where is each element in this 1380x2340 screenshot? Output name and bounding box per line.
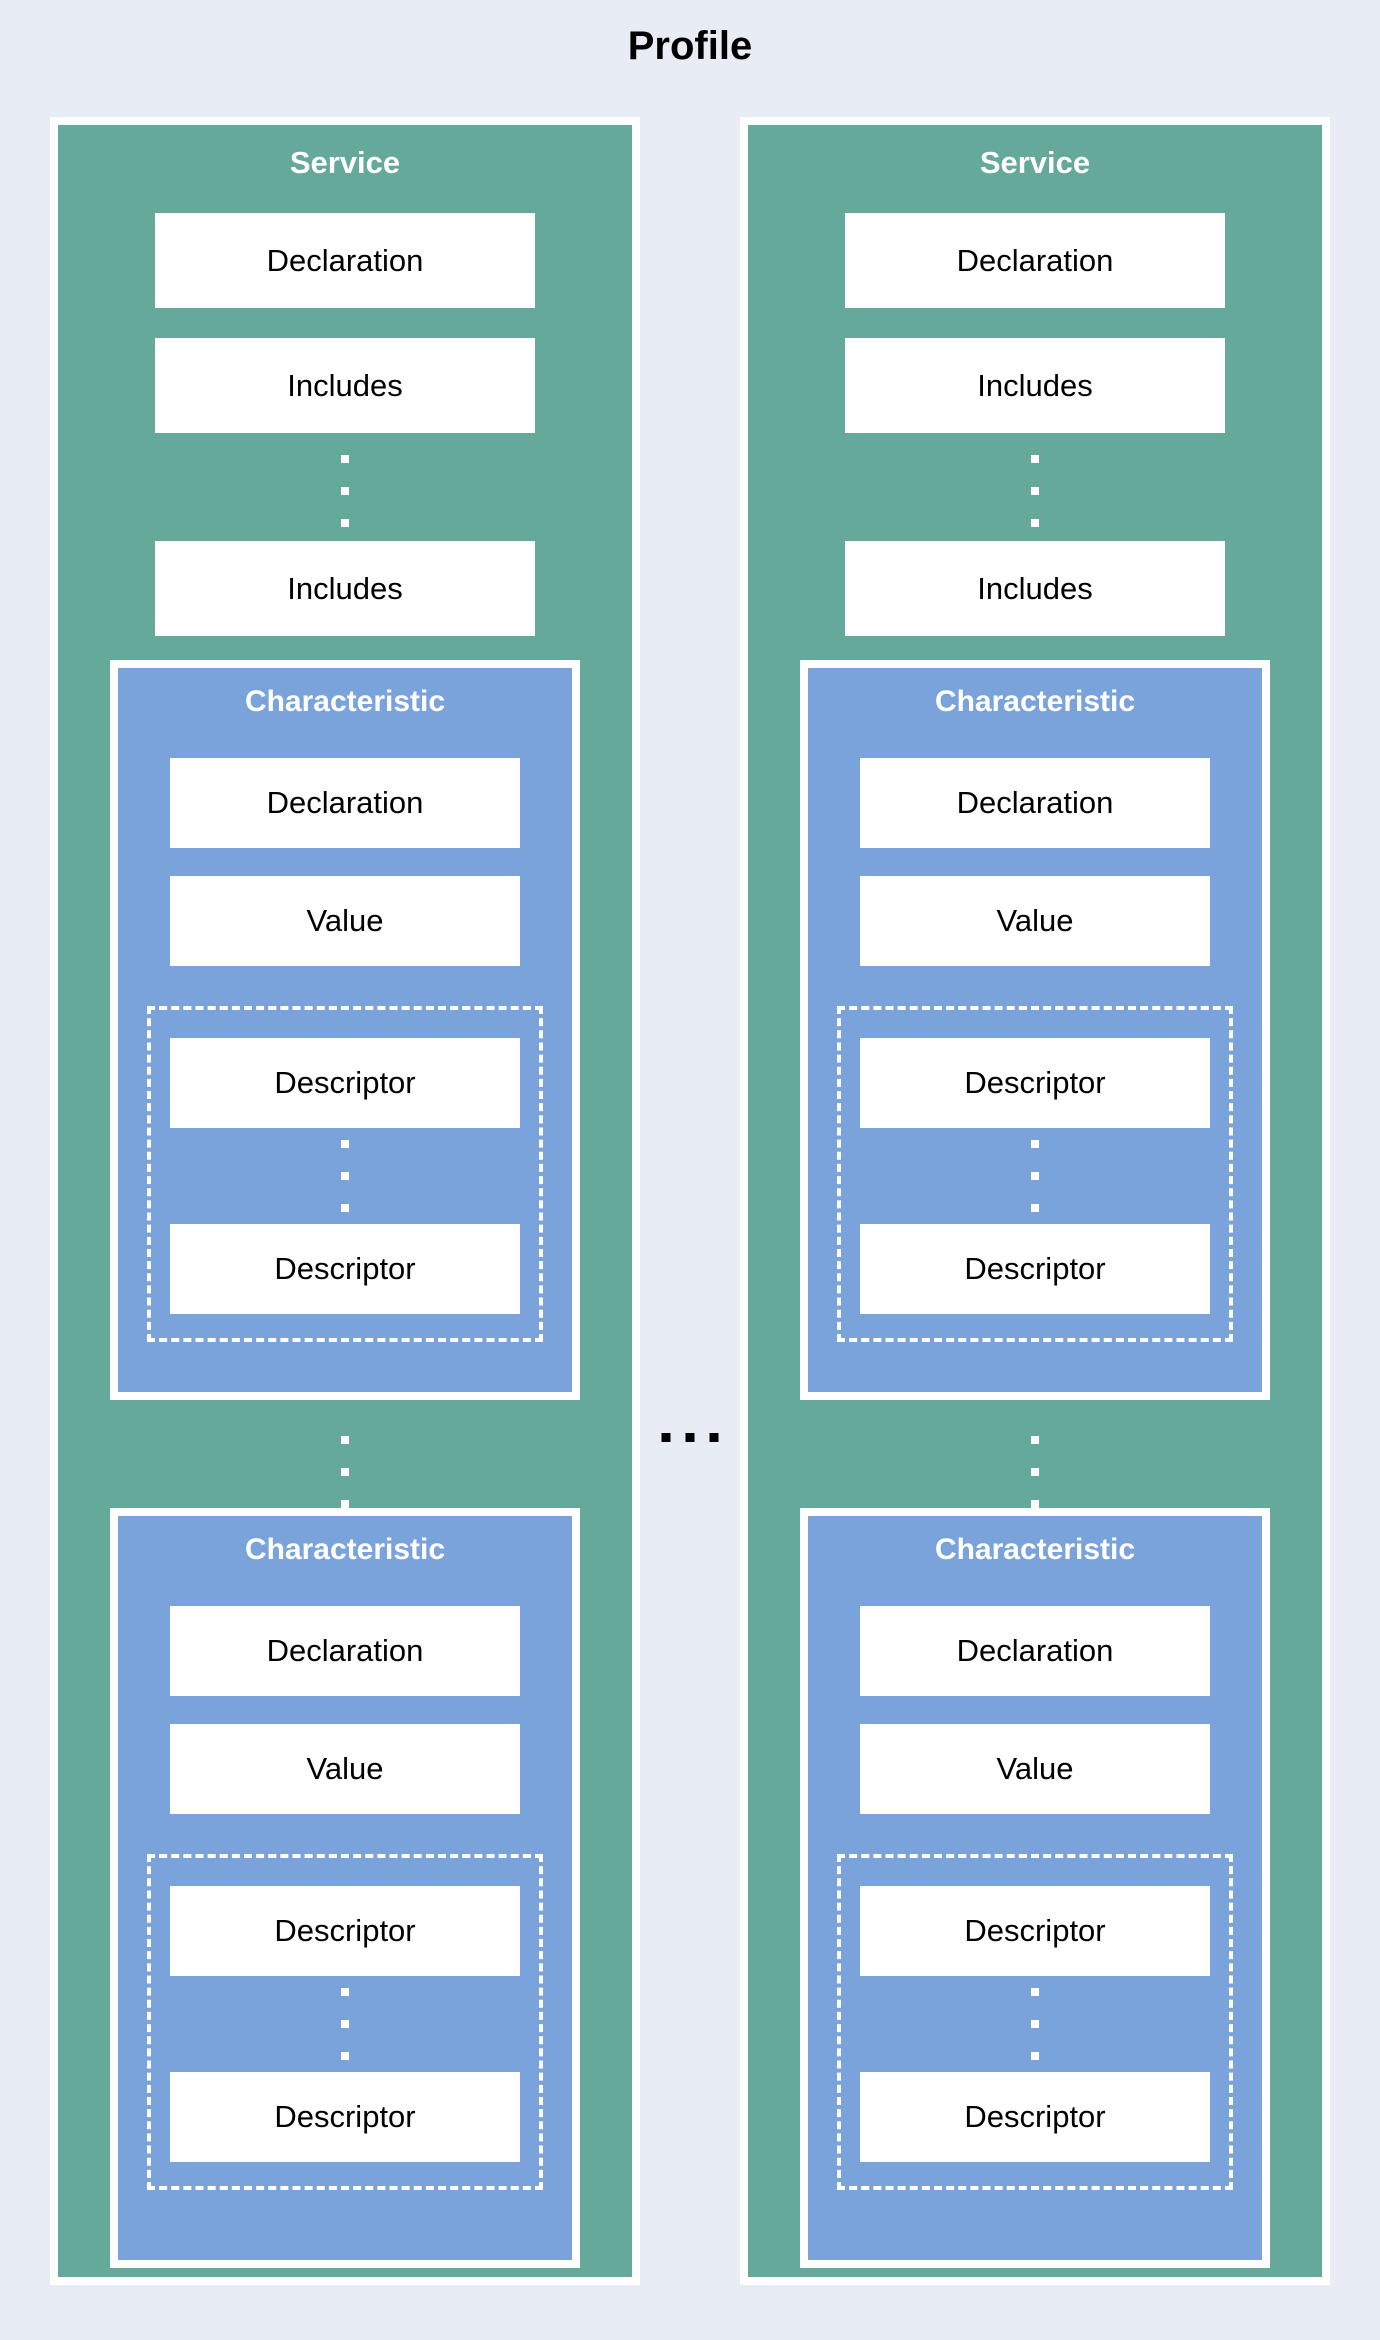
ellipsis-dot [341, 1436, 349, 1444]
ellipsis-dot [1031, 2052, 1039, 2060]
ellipsis-dot [341, 455, 349, 463]
service-box: Service Declaration Includes Includes Ch… [740, 117, 1330, 2285]
service-includes-box: Includes [845, 338, 1225, 433]
descriptor-box: Descriptor [170, 2072, 520, 2162]
descriptor-box: Descriptor [860, 1038, 1210, 1128]
ellipsis-dot [341, 1468, 349, 1476]
descriptor-group: Descriptor Descriptor [837, 1006, 1233, 1342]
vertical-ellipsis-icon [151, 1988, 539, 2060]
ellipsis-dot [1031, 455, 1039, 463]
ellipsis-dot [341, 2020, 349, 2028]
ellipsis-dot [1031, 1988, 1039, 1996]
descriptor-box: Descriptor [860, 1224, 1210, 1314]
characteristic-box: Characteristic Declaration Value Descrip… [800, 660, 1270, 1400]
profile-title: Profile [627, 24, 753, 68]
service-includes-box: Includes [155, 541, 535, 636]
vertical-ellipsis-icon [841, 1988, 1229, 2060]
ellipsis-dot [341, 1988, 349, 1996]
ellipsis-dot [341, 519, 349, 527]
vertical-ellipsis-icon [748, 1436, 1322, 1508]
service-title: Service [289, 145, 401, 180]
characteristic-title: Characteristic [934, 1533, 1136, 1566]
descriptor-box: Descriptor [170, 1886, 520, 1976]
vertical-ellipsis-icon [841, 1140, 1229, 1212]
ellipsis-dot [341, 1204, 349, 1212]
services-row: Service Declaration Includes Includes Ch… [50, 117, 1330, 2285]
ellipsis-dot [341, 1140, 349, 1148]
characteristic-box: Characteristic Declaration Value Descrip… [800, 1508, 1270, 2268]
ellipsis-dot [1031, 1204, 1039, 1212]
descriptor-box: Descriptor [170, 1038, 520, 1128]
service-includes-box: Includes [845, 541, 1225, 636]
descriptor-group: Descriptor Descriptor [147, 1854, 543, 2190]
service-box: Service Declaration Includes Includes Ch… [50, 117, 640, 2285]
service-title: Service [979, 145, 1091, 180]
characteristic-title: Characteristic [244, 1533, 446, 1566]
characteristic-declaration-box: Declaration [170, 758, 520, 848]
descriptor-box: Descriptor [860, 1886, 1210, 1976]
ellipsis-dot [709, 1433, 719, 1442]
ellipsis-dot [1031, 1500, 1039, 1508]
characteristic-value-box: Value [170, 1724, 520, 1814]
ellipsis-dot [341, 1172, 349, 1180]
ellipsis-dot [661, 1433, 671, 1442]
ellipsis-dot [1031, 1436, 1039, 1444]
characteristic-title: Characteristic [244, 685, 446, 718]
service-declaration-box: Declaration [845, 213, 1225, 308]
characteristic-declaration-box: Declaration [860, 758, 1210, 848]
vertical-ellipsis-icon [58, 1436, 632, 1508]
characteristic-declaration-box: Declaration [860, 1606, 1210, 1696]
descriptor-group: Descriptor Descriptor [837, 1854, 1233, 2190]
ellipsis-dot [1031, 2020, 1039, 2028]
characteristic-declaration-box: Declaration [170, 1606, 520, 1696]
characteristic-value-box: Value [860, 876, 1210, 966]
ellipsis-dot [341, 487, 349, 495]
ellipsis-dot [1031, 519, 1039, 527]
horizontal-ellipsis-icon [661, 1433, 719, 1442]
ellipsis-dot [1031, 487, 1039, 495]
characteristic-value-box: Value [860, 1724, 1210, 1814]
characteristic-box: Characteristic Declaration Value Descrip… [110, 1508, 580, 2268]
descriptor-group: Descriptor Descriptor [147, 1006, 543, 1342]
descriptor-box: Descriptor [860, 2072, 1210, 2162]
service-includes-box: Includes [155, 338, 535, 433]
ellipsis-dot [1031, 1468, 1039, 1476]
characteristic-value-box: Value [170, 876, 520, 966]
vertical-ellipsis-icon [151, 1140, 539, 1212]
characteristic-title: Characteristic [934, 685, 1136, 718]
descriptor-box: Descriptor [170, 1224, 520, 1314]
vertical-ellipsis-icon [58, 455, 632, 527]
ellipsis-dot [1031, 1140, 1039, 1148]
characteristic-box: Characteristic Declaration Value Descrip… [110, 660, 580, 1400]
ellipsis-dot [1031, 1172, 1039, 1180]
vertical-ellipsis-icon [748, 455, 1322, 527]
ellipsis-dot [685, 1433, 695, 1442]
ellipsis-dot [341, 1500, 349, 1508]
service-declaration-box: Declaration [155, 213, 535, 308]
ellipsis-dot [341, 2052, 349, 2060]
